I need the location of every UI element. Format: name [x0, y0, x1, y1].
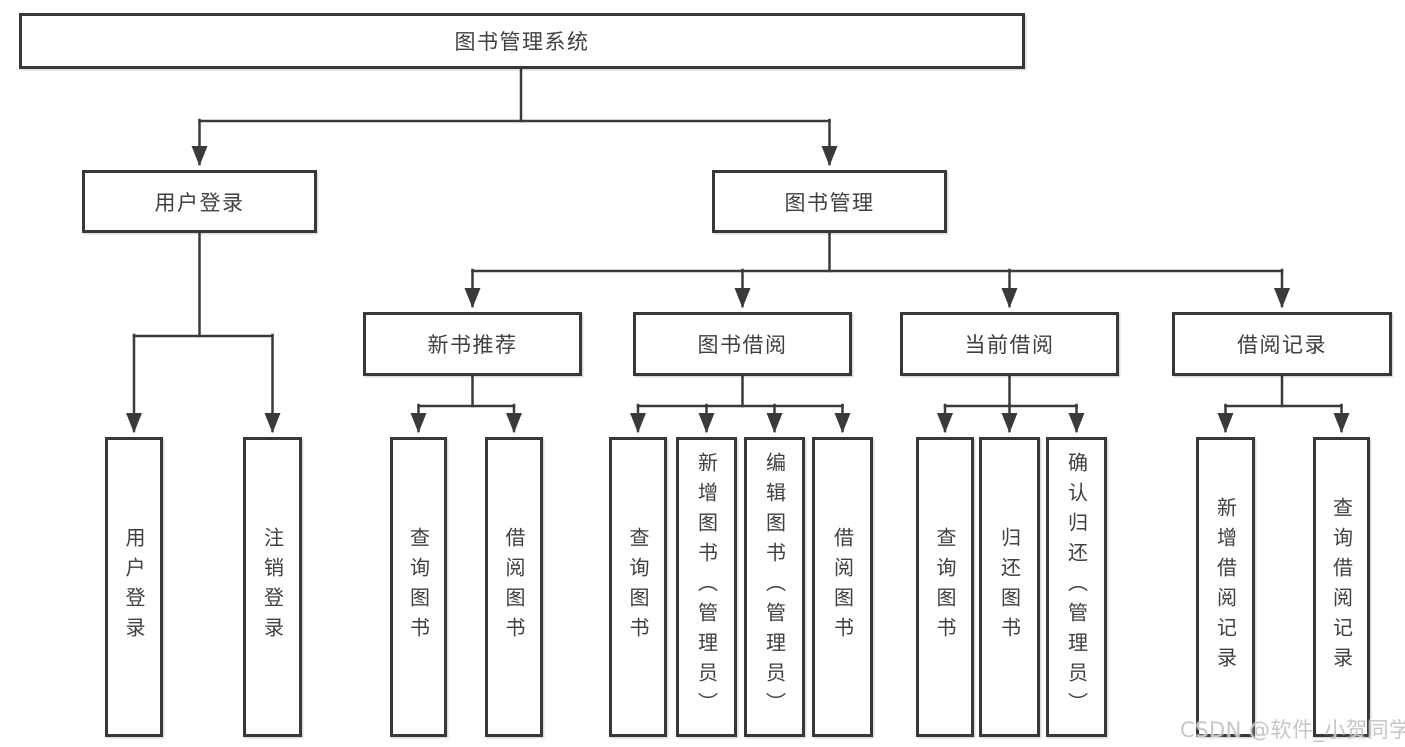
leaf-recommend-search-book: 查询图书 [390, 437, 447, 737]
node-book-borrow: 图书借阅 [633, 312, 852, 376]
leaf-borrow-borrow-book: 借阅图书 [812, 437, 873, 737]
leaf-borrow-search-book: 查询图书 [609, 437, 667, 737]
leaf-recommend-borrow-book: 借阅图书 [485, 437, 543, 737]
leaf-record-add: 新增借阅记录 [1196, 437, 1255, 737]
edges-new-book-recommend [410, 374, 522, 433]
leaf-current-search-book: 查询图书 [916, 437, 974, 737]
edges-book-borrow [630, 374, 851, 433]
node-library-system: 图书管理系统 [19, 13, 1025, 69]
leaf-borrow-edit-book-admin: 编辑图书（管理员） [744, 437, 805, 737]
node-new-book-recommend: 新书推荐 [363, 312, 582, 376]
node-current-borrow: 当前借阅 [900, 312, 1119, 376]
leaf-record-search: 查询借阅记录 [1313, 437, 1370, 737]
edges-book-management [464, 231, 1290, 308]
edges-borrow-record [1217, 374, 1350, 433]
edges-user-login [126, 231, 281, 433]
leaf-current-return-book: 归还图书 [979, 437, 1040, 737]
csdn-watermark: CSDN @软件_小贺同学 [1180, 718, 1405, 742]
node-book-management: 图书管理 [712, 170, 947, 233]
edges-root [191, 67, 838, 166]
node-user-login: 用户登录 [82, 170, 317, 233]
edges-current-borrow [937, 374, 1085, 433]
leaf-logout: 注销登录 [243, 437, 302, 737]
leaf-borrow-add-book-admin: 新增图书（管理员） [676, 437, 737, 737]
leaf-current-confirm-return-admin: 确认归还（管理员） [1046, 437, 1107, 737]
leaf-user-login: 用户登录 [105, 437, 163, 737]
node-borrow-record: 借阅记录 [1172, 312, 1392, 376]
